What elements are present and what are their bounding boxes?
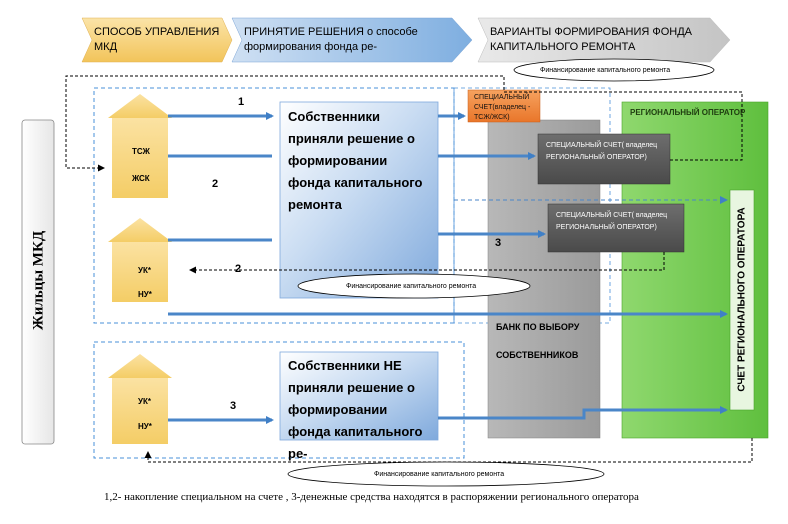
decision-accepted-box xyxy=(279,101,439,299)
house-bottom xyxy=(108,354,172,444)
step-decision-label: ПРИНЯТИЕ РЕШЕНИЯ о способе формирования … xyxy=(244,26,418,53)
side-label: Жильцы МКД xyxy=(30,230,47,331)
bank-line1: БАНК ПО ВЫБОРУ xyxy=(496,322,580,332)
special-account-tsj-label: СПЕЦИАЛЬНЫЙ СЧЕТ(владелец - ТСЖ/ЖСК) xyxy=(474,94,531,121)
house-middle xyxy=(108,218,172,302)
step-management-shape xyxy=(81,17,233,63)
house-top-line1: ТСЖ xyxy=(132,147,150,156)
arrow-number-3: 3 xyxy=(495,237,502,249)
special-account-regop-1-box xyxy=(537,133,671,185)
arrow-number-3b: 3 xyxy=(230,400,237,412)
decision-accepted-text: Собственники приняли решение о формирова… xyxy=(288,109,423,212)
special-account-regop-2-label: СПЕЦИАЛЬНЫЙ СЧЕТ( владелец РЕГИОНАЛЬНЫЙ … xyxy=(556,212,668,231)
regop-account-bar xyxy=(729,189,755,411)
decision-not-accepted-text: Собственники НЕ приняли решение о формир… xyxy=(288,358,423,461)
house-top xyxy=(108,94,172,198)
step-management-label: СПОСОБ УПРАВЛЕНИЯ МКД xyxy=(94,26,220,53)
group-frame-top xyxy=(93,87,455,324)
house-bottom-line1: УК* xyxy=(138,397,151,406)
step-variants-shape xyxy=(477,17,731,63)
bank-line2: СОБСТВЕННИКОВ xyxy=(496,350,579,360)
financing-label-top: Финансирование капитального ремонта xyxy=(540,67,671,74)
house-bottom-line2: НУ* xyxy=(138,422,152,431)
financing-oval-bottom xyxy=(287,461,605,487)
regop-title: РЕГИОНАЛЬНЫЙ ОПЕРАТОР xyxy=(630,108,746,117)
step-variants-label: ВАРИАНТЫ ФОРМИРОВАНИЯ ФОНДА КАПИТАЛЬНОГО… xyxy=(490,26,693,53)
financing-loop-top xyxy=(65,75,505,172)
financing-loop-regop1 xyxy=(504,91,743,161)
side-bar-shape xyxy=(21,119,55,445)
financing-loop-middle xyxy=(189,252,665,274)
special-account-tsj-box xyxy=(467,89,541,123)
special-account-regop-1-label: СПЕЦИАЛЬНЫЙ СЧЕТ( владелец РЕГИОНАЛЬНЫЙ … xyxy=(546,142,658,161)
decision-not-accepted-box xyxy=(279,351,439,441)
arrow-number-1: 1 xyxy=(238,96,245,108)
financing-oval-top xyxy=(513,58,715,82)
arrow-number-2: 2 xyxy=(212,178,219,190)
group-frame-bottom xyxy=(93,341,465,459)
footer-note: 1,2- накопление специальном на счете , 3… xyxy=(104,491,639,503)
financing-oval-middle xyxy=(297,273,531,299)
financing-label-middle: Финансирование капитального ремонта xyxy=(346,283,477,290)
special-account-regop-2-box xyxy=(547,203,685,253)
house-top-line2: ЖСК xyxy=(132,174,150,183)
house-middle-line2: НУ* xyxy=(138,290,152,299)
financing-label-bottom: Финансирование капитального ремонта xyxy=(374,471,505,478)
arrow-not-accepted-to-regop xyxy=(438,406,728,420)
regop-account-label: СЧЕТ РЕГИОНАЛЬНОГО ОПЕРАТОРА xyxy=(736,207,748,392)
house-middle-line1: УК* xyxy=(138,266,151,275)
arrow-number-2b: 2 xyxy=(235,263,242,275)
step-decision-shape xyxy=(231,17,473,63)
